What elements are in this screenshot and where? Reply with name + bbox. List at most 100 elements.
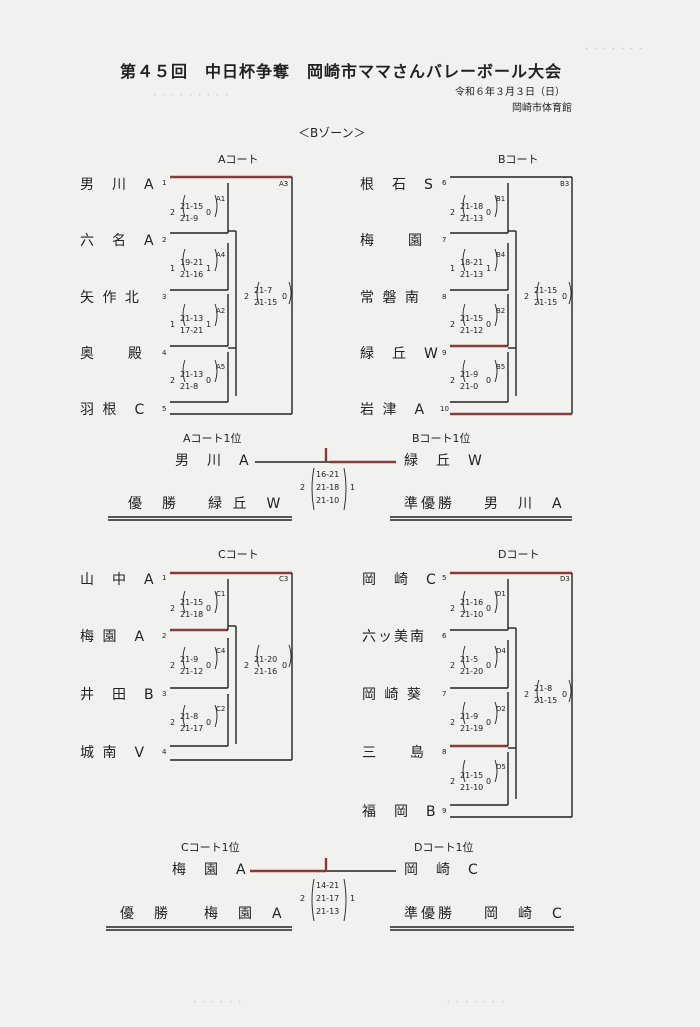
finalist-right: 緑 丘 W [404,453,484,469]
sets-won: 0 [486,208,492,217]
set-score: 21-16 [460,598,484,607]
set-score: 21-9 [460,370,479,379]
finalist-left: 梅 園 A [172,862,248,878]
seed-number: 9 [442,807,447,815]
set-score: 21-8 [180,382,199,391]
seed-number: 4 [162,349,167,357]
score-bracket [494,701,498,725]
team-name: 山 中 A [80,572,156,588]
set-score: 21-17 [316,894,340,903]
score-bracket [182,248,186,272]
team-name: 岡 崎 C [362,572,438,588]
team-name: 緑 丘 W [360,346,440,362]
sets-won: 0 [282,292,288,301]
set-score: 21-12 [180,667,204,676]
match-id: B3 [560,180,570,188]
team-name: 井 田 B [80,687,156,703]
set-score: 21-18 [316,483,340,492]
set-score: 21-13 [460,270,484,279]
sets-won: 2 [450,376,456,385]
sets-won: 1 [486,264,492,273]
show-through-text: ・・・・・・・・・ [150,91,232,101]
score-bracket [256,281,260,305]
sets-won: 0 [486,777,492,786]
sets-won: 0 [206,661,212,670]
team-name: 梅 園 A [80,629,147,645]
set-score: 21-15 [534,696,558,705]
set-score: 21-20 [254,655,278,664]
seed-number: 9 [442,349,447,357]
sets-won: 2 [450,661,456,670]
court-c-label: Cコート [218,548,259,561]
sets-won: 0 [282,661,288,670]
match-id: A5 [216,363,226,371]
match-id: D5 [496,763,506,771]
set-score: 21-10 [460,783,484,792]
score-bracket [568,679,572,703]
score-bracket [494,590,498,614]
team-name: 六ッ美南 [362,629,426,645]
set-score: 21-15 [460,771,484,780]
set-score: 21-13 [180,314,204,323]
sets-won: 2 [450,777,456,786]
set-score: 21-10 [460,610,484,619]
score-bracket [568,281,572,305]
set-score: 21-18 [460,202,484,211]
score-bracket [311,878,315,922]
seed-number: 5 [442,574,447,582]
court-winner-label: Bコート1位 [412,432,471,445]
set-score: 18-21 [460,258,484,267]
score-bracket [462,759,466,783]
match-id: D2 [496,705,506,713]
score-bracket [182,704,186,728]
seed-number: 1 [162,179,167,187]
sets-won: 2 [244,292,250,301]
set-score: 21-15 [180,202,204,211]
set-score: 21-8 [534,684,553,693]
sets-won: 0 [486,320,492,329]
show-through-text: ・・・・・・・ [444,998,508,1008]
set-score: 16-21 [316,470,340,479]
match-id: A3 [279,180,289,188]
set-score: 21-10 [316,496,340,505]
sets-won: 1 [170,320,176,329]
set-score: 21-16 [180,270,204,279]
seed-number: 2 [162,236,167,244]
sets-won: 0 [206,376,212,385]
seed-number: 4 [162,748,167,756]
runner-up-label: 準優勝 [404,496,455,512]
finalist-right: 岡 崎 C [404,862,480,878]
sets-won: 0 [486,661,492,670]
court-a-label: Aコート [218,153,259,166]
score-bracket [256,644,260,668]
score-bracket [214,194,218,218]
finalist-left: 男 川 A [175,453,251,469]
show-through-text: ・・・・・・・ [582,45,646,55]
sets-won: 2 [450,718,456,727]
seed-number: 5 [162,405,167,413]
score-bracket [182,359,186,383]
set-score: 21-7 [254,286,273,295]
team-name: 城 南 V [80,745,147,761]
score-bracket [311,467,315,511]
event-venue: 岡崎市体育館 [512,103,572,114]
set-score: 21-13 [316,907,340,916]
set-score: 21-12 [460,326,484,335]
event-date: 令和６年３月３日（日） [455,87,565,98]
sets-won: 2 [170,208,176,217]
score-bracket [494,248,498,272]
score-bracket [182,194,186,218]
score-bracket [462,645,466,669]
match-id: D3 [560,575,570,583]
set-score: 21-20 [460,667,484,676]
seed-number: 7 [442,236,447,244]
sets-won: 0 [206,604,212,613]
set-score: 21-13 [460,214,484,223]
score-bracket [214,704,218,728]
sets-won: 0 [486,718,492,727]
set-score: 21-8 [180,712,199,721]
score-bracket [462,248,466,272]
set-score: 21-15 [254,298,278,307]
score-bracket [494,359,498,383]
